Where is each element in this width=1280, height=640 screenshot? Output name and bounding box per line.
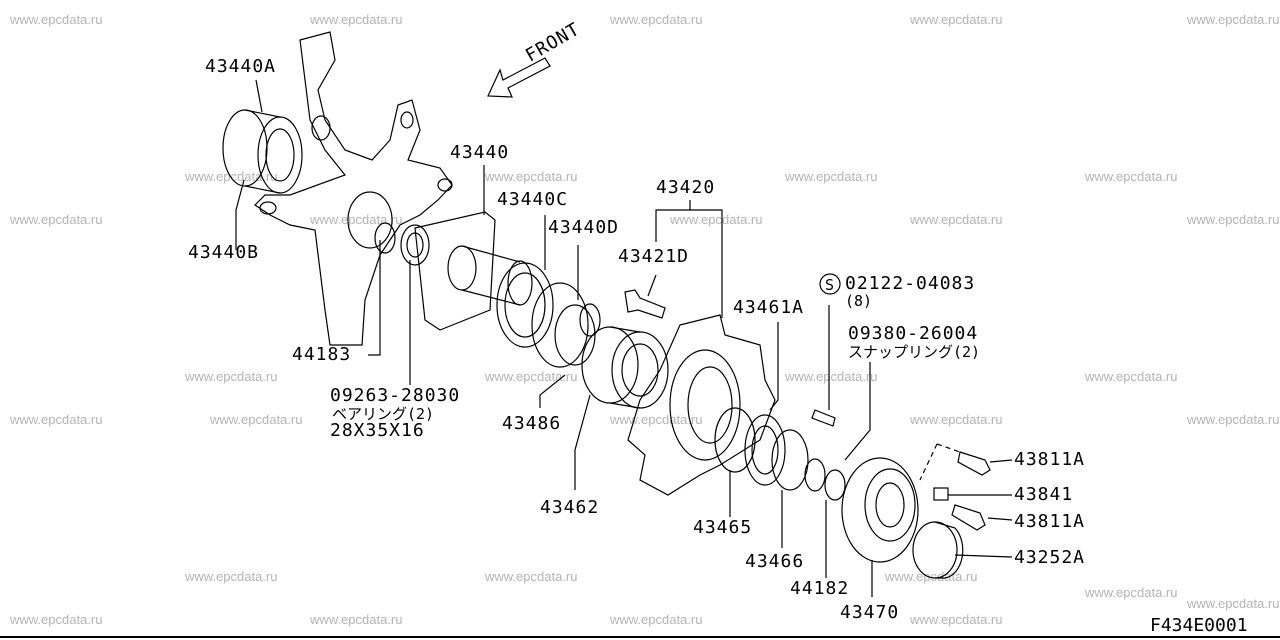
cap-43252A bbox=[912, 521, 964, 579]
watermark-text: www.epcdata.ru bbox=[910, 212, 1003, 227]
part-label-43440A[interactable]: 43440A bbox=[205, 56, 277, 77]
part-label-43841[interactable]: 43841 bbox=[1014, 484, 1074, 505]
part-label-09380-26004[interactable]: 09380-26004 bbox=[848, 323, 979, 344]
hub-43420 bbox=[627, 314, 776, 496]
small-bolts bbox=[933, 451, 991, 531]
watermark-text: www.epcdata.ru bbox=[1187, 212, 1280, 227]
spindle-43440 bbox=[414, 211, 533, 331]
watermark-text: www.epcdata.ru bbox=[785, 169, 878, 184]
part-label-44182[interactable]: 44182 bbox=[790, 578, 850, 599]
watermark-text: www.epcdata.ru bbox=[10, 412, 103, 427]
steering-knuckle bbox=[254, 31, 453, 346]
watermark-text: www.epcdata.ru bbox=[310, 612, 403, 627]
rings-right bbox=[714, 407, 846, 501]
part-label-09263-28030[interactable]: 09263-28030 bbox=[330, 385, 461, 406]
watermark-text: www.epcdata.ru bbox=[310, 12, 403, 27]
watermark-text: www.epcdata.ru bbox=[1187, 12, 1280, 27]
part-label-43252A[interactable]: 43252A bbox=[1014, 547, 1086, 568]
part-name-09263: ベアリング(2) bbox=[332, 405, 435, 423]
seal-43440A bbox=[222, 109, 303, 194]
watermark-text: www.epcdata.ru bbox=[1085, 369, 1178, 384]
part-label-43462[interactable]: 43462 bbox=[540, 497, 600, 518]
part-label-43811A-2[interactable]: 43811A bbox=[1014, 511, 1086, 532]
standard-part-symbol: S bbox=[825, 276, 835, 294]
part-label-43466[interactable]: 43466 bbox=[745, 551, 805, 572]
hub-bolt-43421D bbox=[624, 289, 666, 319]
flange-43470 bbox=[841, 457, 919, 563]
watermark-text: www.epcdata.ru bbox=[185, 569, 278, 584]
screw-02122 bbox=[811, 409, 836, 427]
part-label-43811A-1[interactable]: 43811A bbox=[1014, 449, 1086, 470]
watermark-text: www.epcdata.ru bbox=[610, 12, 703, 27]
watermark-text: www.epcdata.ru bbox=[785, 369, 878, 384]
watermark-text: www.epcdata.ru bbox=[610, 612, 703, 627]
part-size-09263: 28X35X16 bbox=[330, 420, 425, 441]
watermark-text: www.epcdata.ru bbox=[210, 412, 303, 427]
part-label-43440B[interactable]: 43440B bbox=[188, 242, 260, 263]
watermark-text: www.epcdata.ru bbox=[10, 212, 103, 227]
part-qty-02122: (8) bbox=[845, 292, 873, 310]
part-label-44183[interactable]: 44183 bbox=[292, 344, 352, 365]
front-arrow-icon bbox=[487, 57, 551, 98]
watermark-text: www.epcdata.ru bbox=[910, 12, 1003, 27]
watermark-text: www.epcdata.ru bbox=[10, 612, 103, 627]
watermark-text: www.epcdata.ru bbox=[1187, 596, 1280, 611]
part-label-43440[interactable]: 43440 bbox=[450, 142, 510, 163]
watermark-text: www.epcdata.ru bbox=[310, 212, 403, 227]
watermark-text: www.epcdata.ru bbox=[485, 169, 578, 184]
watermark-text: www.epcdata.ru bbox=[910, 412, 1003, 427]
watermark-text: www.epcdata.ru bbox=[185, 369, 278, 384]
watermark-text: www.epcdata.ru bbox=[1085, 585, 1178, 600]
part-label-43421D[interactable]: 43421D bbox=[618, 246, 690, 267]
seal-rings bbox=[496, 262, 601, 368]
part-label-43420[interactable]: 43420 bbox=[656, 177, 716, 198]
watermark-text: www.epcdata.ru bbox=[670, 212, 763, 227]
needle-bearing bbox=[374, 222, 430, 266]
part-label-43470[interactable]: 43470 bbox=[840, 602, 900, 623]
part-label-43465[interactable]: 43465 bbox=[693, 517, 753, 538]
figure-code: F434E0001 bbox=[1150, 615, 1248, 636]
standard-part-symbol-icon bbox=[819, 273, 841, 295]
watermark-text: www.epcdata.ru bbox=[485, 569, 578, 584]
watermark-text: www.epcdata.ru bbox=[1085, 169, 1178, 184]
part-label-43440C[interactable]: 43440C bbox=[497, 189, 569, 210]
watermark-text: www.epcdata.ru bbox=[10, 12, 103, 27]
part-label-43486[interactable]: 43486 bbox=[502, 413, 562, 434]
part-label-43440D[interactable]: 43440D bbox=[548, 217, 620, 238]
part-name-09380: スナップリング(2) bbox=[848, 343, 981, 361]
leader-lines bbox=[235, 79, 1013, 597]
watermark-text: www.epcdata.ru bbox=[910, 612, 1003, 627]
watermark-text: www.epcdata.ru bbox=[185, 169, 278, 184]
part-label-02122-04083[interactable]: 02122-04083 bbox=[845, 273, 976, 294]
part-label-43461A[interactable]: 43461A bbox=[733, 297, 805, 318]
watermark-text: www.epcdata.ru bbox=[1187, 412, 1280, 427]
watermark-text: www.epcdata.ru bbox=[485, 369, 578, 384]
bearing-43486 bbox=[581, 326, 669, 409]
